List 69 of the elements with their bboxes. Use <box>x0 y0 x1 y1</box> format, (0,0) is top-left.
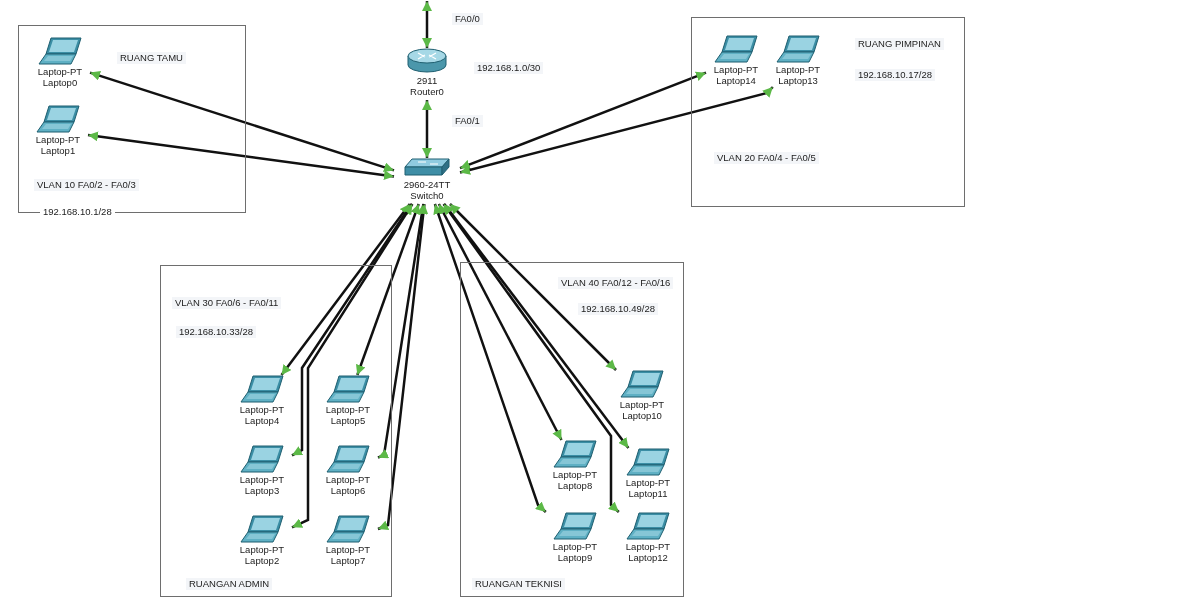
network-cable <box>89 70 395 173</box>
network-cable <box>459 86 774 175</box>
device-model-label: Laptop-PT <box>625 541 671 552</box>
port-label: FA0/1 <box>452 115 483 127</box>
device-name-label: Laptop3 <box>244 485 280 496</box>
device-model-label: Laptop-PT <box>713 64 759 75</box>
device-name-label: Laptop5 <box>330 415 366 426</box>
device-name-label: Laptop12 <box>628 552 668 563</box>
room-boundary <box>160 265 392 597</box>
subnet-label: 192.168.10.1/28 <box>40 206 115 218</box>
device-model-label: Laptop-PT <box>325 544 371 555</box>
device-model-label: Laptop-PT <box>239 474 285 485</box>
device-model-label: Laptop-PT <box>552 469 598 480</box>
device-model-label: Laptop-PT <box>239 404 285 415</box>
device-name-label: Laptop2 <box>244 555 280 566</box>
vlan-label: VLAN 10 FA0/2 - FA0/3 <box>34 179 139 191</box>
room-boundary <box>460 262 684 597</box>
device-name-label: Laptop14 <box>716 75 756 86</box>
room-name-label: RUANGAN TEKNISI <box>472 578 565 590</box>
network-cable <box>433 203 547 513</box>
device-model-label: Laptop-PT <box>775 64 821 75</box>
device-model-label: 2911 <box>416 75 438 86</box>
subnet-label: 192.168.10.49/28 <box>578 303 658 315</box>
device-name-label: Laptop10 <box>622 410 662 421</box>
room-name-label: RUANG TAMU <box>117 52 186 64</box>
network-cable <box>87 131 395 181</box>
device-name-label: Laptop8 <box>557 480 593 491</box>
device-model-label: Laptop-PT <box>239 544 285 555</box>
subnet-label: 192.168.10.17/28 <box>855 69 935 81</box>
network-cable <box>459 71 707 170</box>
network-cable <box>443 203 630 449</box>
device-model-label: Laptop-PT <box>35 134 81 145</box>
device-name-label: Laptop1 <box>40 145 76 156</box>
device-model-label: 2960-24TT <box>403 179 451 190</box>
network-cable <box>291 203 414 529</box>
device-name-label: Laptop4 <box>244 415 280 426</box>
network-cable <box>377 203 429 531</box>
room-name-label: RUANG PIMPINAN <box>855 38 944 50</box>
network-cable <box>422 1 432 48</box>
network-cable <box>291 203 413 457</box>
device-model-label: Laptop-PT <box>325 404 371 415</box>
device-model-label: Laptop-PT <box>625 477 671 488</box>
network-cable <box>442 203 620 513</box>
subnet-label: 192.168.1.0/30 <box>474 62 544 74</box>
device-model-label: Laptop-PT <box>325 474 371 485</box>
network-cable <box>437 203 563 441</box>
device-name-label: Laptop6 <box>330 485 366 496</box>
device-model-label: Laptop-PT <box>37 66 83 77</box>
device-model-label: Laptop-PT <box>619 399 665 410</box>
device-model-label: Laptop-PT <box>552 541 598 552</box>
network-cable <box>377 203 427 459</box>
network-cable <box>449 203 617 371</box>
network-cable <box>422 100 432 158</box>
device-name-label: Laptop11 <box>628 488 668 499</box>
network-cable <box>280 203 411 376</box>
device-name-label: Switch0 <box>410 190 444 201</box>
vlan-label: VLAN 20 FA0/4 - FA0/5 <box>714 152 819 164</box>
room-boundary <box>691 17 965 207</box>
room-name-label: RUANGAN ADMIN <box>186 578 273 590</box>
device-name-label: Laptop0 <box>42 77 78 88</box>
device-name-label: Laptop13 <box>778 75 818 86</box>
vlan-label: VLAN 40 FA0/12 - FA0/16 <box>558 277 674 289</box>
device-name-label: Laptop9 <box>557 552 593 563</box>
port-label: FA0/0 <box>452 13 483 25</box>
vlan-label: VLAN 30 FA0/6 - FA0/11 <box>172 297 282 309</box>
device-name-label: Router0 <box>410 86 444 97</box>
device-name-label: Laptop7 <box>330 555 366 566</box>
subnet-label: 192.168.10.33/28 <box>176 326 256 338</box>
network-cable <box>355 203 421 376</box>
